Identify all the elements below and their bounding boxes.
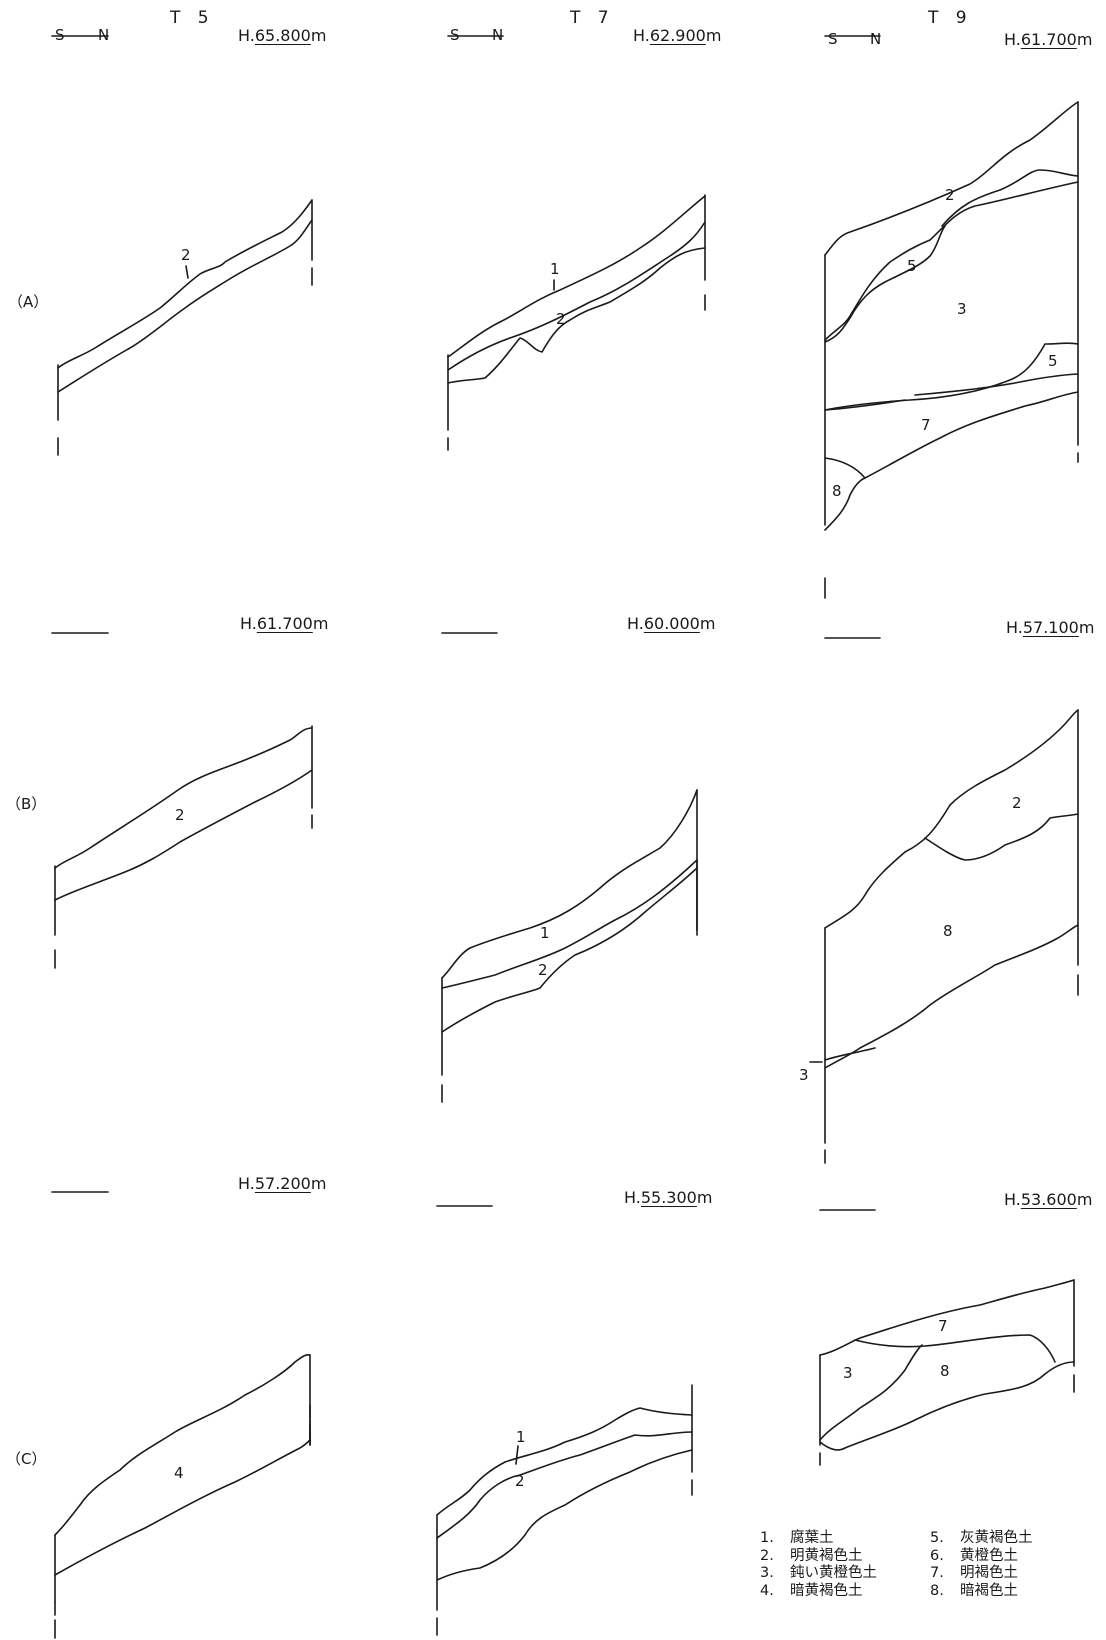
layer-boundary: [436, 1431, 693, 1539]
legend-item: 4.暗黄褐色土: [760, 1582, 863, 1599]
layer-number: 2: [181, 246, 191, 264]
legend-item: 3.鈍い黄橙色土: [760, 1565, 877, 1581]
column-title-t5: T 5: [170, 8, 215, 28]
layer-number: 8: [940, 1362, 950, 1380]
legend-item: 2.明黄褐色土: [760, 1547, 863, 1564]
elevation-label-a-t7: H.62.900m: [633, 26, 722, 45]
direction-south: S: [828, 30, 840, 48]
surface-line: [54, 727, 313, 869]
direction-south: S: [55, 26, 67, 44]
section-a-t7: [447, 35, 706, 451]
row-label-a: （A）: [8, 293, 49, 311]
layer-boundary: [54, 1439, 311, 1576]
section-b-t9: [809, 637, 1079, 1164]
surface-line: [824, 709, 1079, 929]
layer-number: 3: [799, 1066, 809, 1084]
elevation-label-c-t7: H.55.300m: [624, 1188, 713, 1207]
surface-line: [57, 199, 313, 369]
layer-boundary: [54, 769, 313, 901]
layer-boundary: [57, 219, 313, 393]
layer-boundary: [447, 221, 706, 371]
layer-number: 2: [175, 806, 185, 824]
layer-number: 1: [550, 260, 560, 278]
surface-line: [819, 1279, 1075, 1356]
elevation-label-b-t9: H.57.100m: [1006, 618, 1095, 637]
direction-north: N: [870, 30, 884, 48]
elevation-label-b-t7: H.60.000m: [627, 614, 716, 633]
elevation-label-c-t9: H.53.600m: [1004, 1190, 1093, 1209]
section-c-t7: [436, 1205, 693, 1636]
layer-number: 1: [516, 1428, 526, 1446]
section-b-t7: [441, 632, 698, 1103]
surface-line: [447, 195, 706, 358]
layer-number: 2: [945, 186, 955, 204]
elevation-label-c-t5: H.57.200m: [238, 1174, 327, 1193]
surface-line: [54, 1353, 311, 1536]
row-label-c: （C）: [6, 1450, 47, 1468]
legend-column-right: 5.灰黄褐色土 6.黄橙色土 7.明褐色土 8.暗褐色土: [930, 1530, 1100, 1600]
direction-north: N: [492, 26, 506, 44]
legend-item: 5.灰黄褐色土: [930, 1530, 1033, 1546]
layer-number: 2: [515, 1472, 525, 1490]
layer-boundary: [436, 1449, 693, 1581]
column-title-t9: T 9: [928, 8, 973, 28]
layer-number: 5: [907, 257, 917, 275]
layer-number: 1: [540, 924, 550, 942]
layer-number: 2: [1012, 794, 1022, 812]
layer-number: 4: [174, 1464, 184, 1482]
legend-item: 1.腐葉土: [760, 1530, 834, 1546]
layer-number: 3: [843, 1364, 853, 1382]
section-c-t9: [819, 1209, 1075, 1466]
section-b-t5: [51, 632, 313, 969]
direction-south: S: [450, 26, 462, 44]
section-c-t5: [51, 1191, 311, 1639]
layer-number: 2: [538, 961, 548, 979]
layer-boundary: [441, 867, 698, 1033]
elevation-label-a-t9: H.61.700m: [1004, 30, 1093, 49]
legend-item: 7.明褐色土: [930, 1565, 1018, 1581]
surface-line: [436, 1407, 693, 1516]
section-a-t5: [51, 35, 313, 456]
direction-north: N: [98, 26, 112, 44]
surface-line: [441, 789, 698, 979]
layer-number: 7: [938, 1317, 948, 1335]
column-title-t7: T 7: [570, 8, 615, 28]
layer-boundary: [447, 247, 706, 384]
legend-column-left: 1.腐葉土 2.明黄褐色土 3.鈍い黄橙色土 4.暗黄褐色土: [760, 1530, 930, 1600]
layer-number: 8: [832, 482, 842, 500]
row-label-b: （B）: [6, 795, 47, 813]
elevation-label-b-t5: H.61.700m: [240, 614, 329, 633]
layer-number: 3: [957, 300, 967, 318]
legend-item: 6.黄橙色土: [930, 1547, 1018, 1564]
layer-number: 5: [1048, 352, 1058, 370]
section-a-t9: [824, 35, 1079, 599]
layer-number: 2: [556, 310, 566, 328]
surface-line: [824, 101, 1079, 256]
layer-boundary: [441, 859, 698, 989]
elevation-label-a-t5: H.65.800m: [238, 26, 327, 45]
layer-number: 8: [943, 922, 953, 940]
legend-item: 8.暗褐色土: [930, 1582, 1018, 1599]
layer-number: 7: [921, 416, 931, 434]
